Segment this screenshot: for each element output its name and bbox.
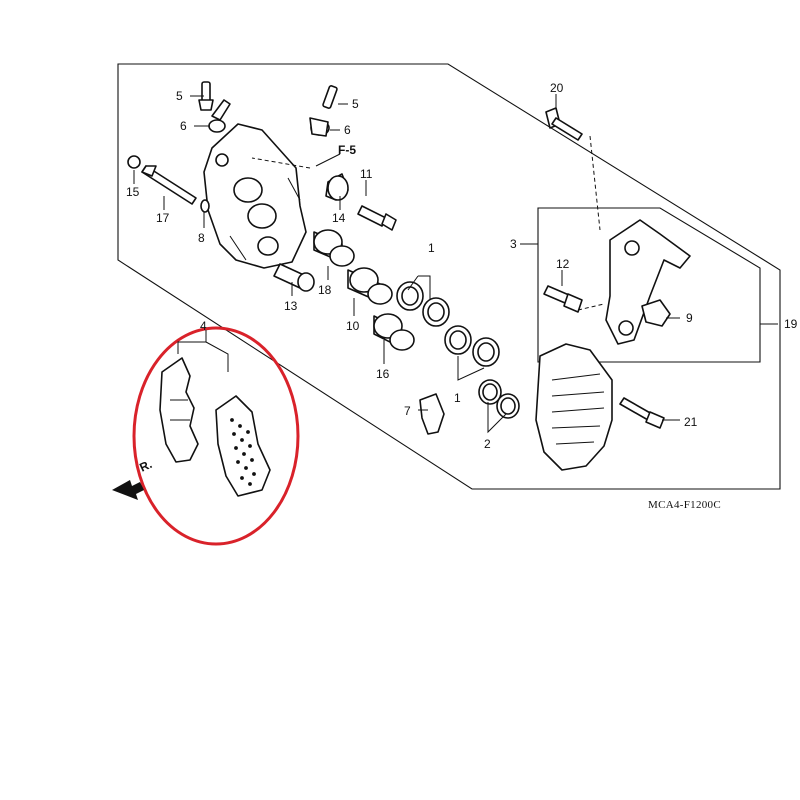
callout-label: 6 xyxy=(344,123,351,137)
callout-label: 10 xyxy=(346,319,360,333)
callout-label: 5 xyxy=(176,89,183,103)
callout-label: 12 xyxy=(556,257,570,271)
callout-label: 21 xyxy=(684,415,698,429)
callout-label: 17 xyxy=(156,211,170,225)
callout-label: 13 xyxy=(284,299,298,313)
caliper-cover xyxy=(535,343,613,471)
bracket-subframe xyxy=(537,207,761,363)
callout-leaders xyxy=(133,94,778,434)
slide-pin-boot xyxy=(325,173,397,231)
assembly-reference-lines xyxy=(251,135,605,311)
mounting-bolt-bottom xyxy=(619,397,665,429)
slide-pin-lower xyxy=(273,263,315,292)
bracket-pin-bolt xyxy=(543,285,583,313)
retainer-clip xyxy=(641,299,671,327)
caliper-body xyxy=(203,123,307,269)
callout-labels: 1 1 2 2 3 4 5 5 6 6 7 8 9 10 11 12 13 14… xyxy=(126,81,798,451)
callout-label: 5 xyxy=(352,97,359,111)
pistons xyxy=(313,229,415,351)
callout-label: 14 xyxy=(332,211,346,225)
callout-label: 19 xyxy=(784,317,798,331)
bleeder-screw-left xyxy=(198,81,231,133)
callout-label: 4 xyxy=(200,319,207,333)
callout-label: 2 xyxy=(484,437,491,451)
brake-pad-set[interactable] xyxy=(159,357,271,497)
callout-label: 7 xyxy=(404,404,411,418)
direction-label: R. xyxy=(137,457,154,475)
callout-label: 3 xyxy=(510,237,517,251)
catalog-code: MCA4-F1200C xyxy=(648,499,721,511)
callout-label: 8 xyxy=(198,231,205,245)
mounting-bolt-top xyxy=(545,107,583,141)
highlight-circle xyxy=(132,326,300,546)
callout-label: 1 xyxy=(428,241,435,255)
callout-label: 9 xyxy=(686,311,693,325)
callout-label: 6 xyxy=(180,119,187,133)
caliper-bracket xyxy=(605,219,691,345)
callout-label: 20 xyxy=(550,81,564,95)
section-reference: F-5 xyxy=(338,143,356,157)
assembly-frame xyxy=(117,63,781,490)
pad-pin xyxy=(127,155,210,213)
direction-arrow-icon xyxy=(112,480,144,500)
callout-label: 1 xyxy=(454,391,461,405)
piston-seals xyxy=(396,281,520,419)
callout-label: 18 xyxy=(318,283,332,297)
callout-label: 15 xyxy=(126,185,140,199)
callout-label: 16 xyxy=(376,367,390,381)
bleeder-screw-right xyxy=(309,85,338,137)
pad-spring xyxy=(419,393,445,435)
callout-label: 11 xyxy=(360,167,373,181)
